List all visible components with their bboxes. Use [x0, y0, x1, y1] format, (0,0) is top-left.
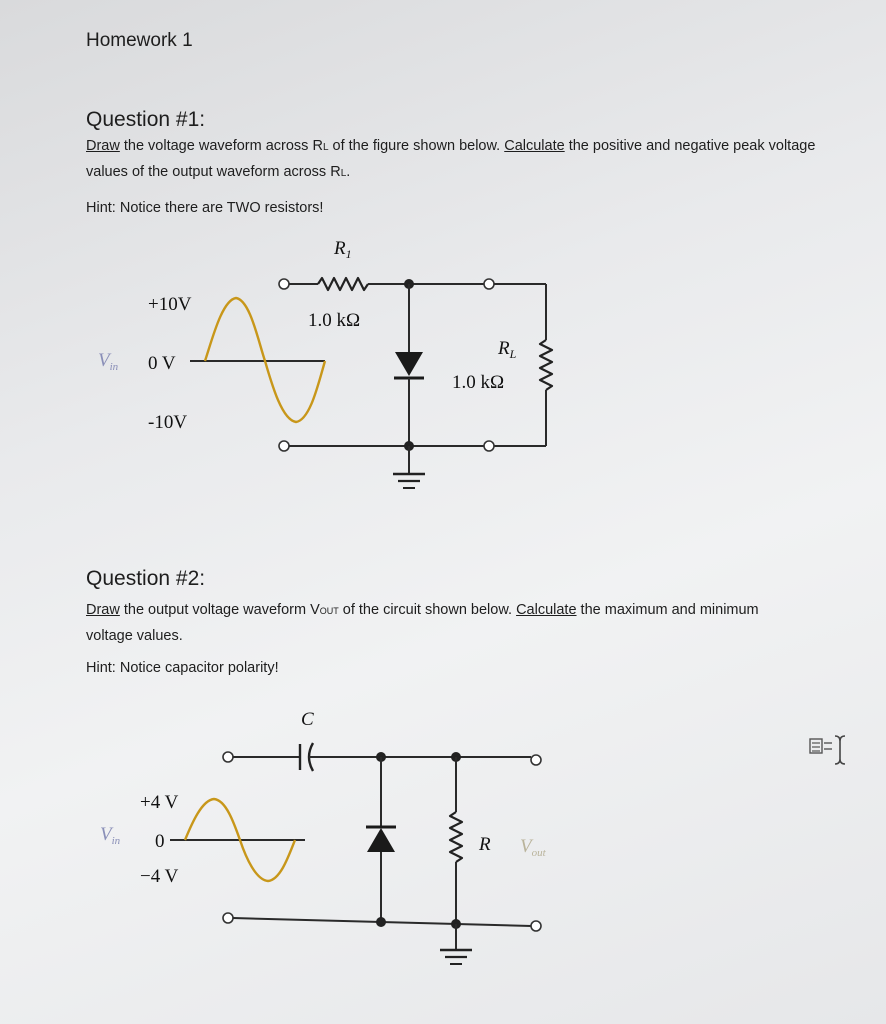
vin-positive-peak: +10V: [148, 294, 192, 315]
ground-symbol: [440, 924, 472, 965]
vin-negative-peak: −4 V: [140, 866, 179, 887]
input-sine-wave: [203, 296, 327, 424]
input-terminal-bottom: [278, 440, 290, 452]
question-1-prompt: Draw the voltage waveform across RL of t…: [86, 138, 816, 180]
vout-label: Vout: [520, 836, 547, 859]
vin-label: Vin: [100, 824, 121, 847]
r1-label: R1: [333, 238, 352, 261]
diode-1: [395, 352, 423, 376]
draw-keyword: Draw: [86, 138, 120, 154]
ground-symbol: [393, 446, 425, 489]
diode-2: [367, 828, 395, 852]
rl-value: 1.0 kΩ: [452, 372, 504, 393]
circuit-1: R1 1.0 kΩ +10V 0 V -10V Vin RL 1.0 kΩ: [98, 238, 554, 489]
page-header-title: Homework 1: [86, 30, 193, 51]
resistor-r: [448, 811, 464, 863]
question-2-hint: Hint: Notice capacitor polarity!: [86, 660, 279, 676]
input-terminal-bottom: [222, 912, 234, 924]
vin-label: Vin: [98, 350, 119, 373]
input-terminal-top: [222, 751, 234, 763]
calculate-keyword: Calculate: [504, 138, 565, 154]
text-cursor-icon[interactable]: [808, 733, 856, 767]
output-terminal-top: [483, 278, 495, 290]
vin-zero: 0 V: [148, 353, 176, 374]
draw-keyword: Draw: [86, 602, 120, 618]
capacitor-label: C: [301, 709, 314, 730]
question-1-title: Question #1:: [86, 108, 206, 131]
vin-negative-peak: -10V: [148, 412, 187, 433]
vin-zero: 0: [155, 831, 165, 852]
circuit-2: C +4 V 0 −4 V Vin R Vout: [100, 709, 547, 965]
question-2-prompt: Draw the output voltage waveform VOUT of…: [86, 602, 759, 644]
vin-positive-peak: +4 V: [140, 792, 179, 813]
input-terminal-top: [278, 278, 290, 290]
question-1-hint: Hint: Notice there are TWO resistors!: [86, 200, 324, 216]
output-terminal-bottom: [530, 920, 542, 932]
r-label: R: [478, 834, 491, 855]
resistor-rl: [538, 339, 554, 391]
calculate-keyword: Calculate: [516, 602, 577, 618]
resistor-r1: [317, 276, 369, 292]
r1-value: 1.0 kΩ: [308, 310, 360, 331]
question-2-title: Question #2:: [86, 567, 206, 590]
output-terminal-top: [530, 754, 542, 766]
output-terminal-bottom: [483, 440, 495, 452]
input-sine-wave: [183, 797, 297, 883]
rl-label: RL: [497, 338, 517, 361]
